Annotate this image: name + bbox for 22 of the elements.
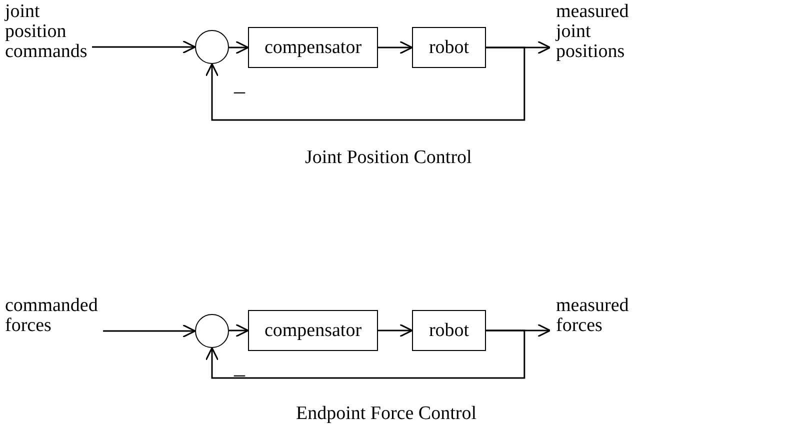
block: compensator (248, 27, 378, 68)
block: robot (412, 27, 486, 68)
arrow (205, 46, 526, 121)
arrow (92, 40, 196, 54)
arrow (378, 324, 413, 338)
signal-label: measured forces (556, 296, 629, 336)
signal-label: commanded forces (5, 296, 98, 336)
signal-label: joint position commands (5, 2, 88, 62)
sign-label: – (234, 361, 245, 387)
arrow (205, 330, 526, 379)
diagram-caption: Joint Position Control (305, 147, 472, 169)
summing-junction (195, 30, 229, 64)
diagram-caption: Endpoint Force Control (296, 403, 476, 425)
arrow (103, 324, 196, 338)
sign-label: – (234, 78, 245, 104)
block: compensator (248, 310, 378, 351)
summing-junction (195, 314, 229, 348)
arrow (229, 40, 249, 54)
signal-label: measured joint positions (556, 2, 629, 62)
arrow (229, 324, 249, 338)
arrow (378, 40, 413, 54)
block: robot (412, 310, 486, 351)
